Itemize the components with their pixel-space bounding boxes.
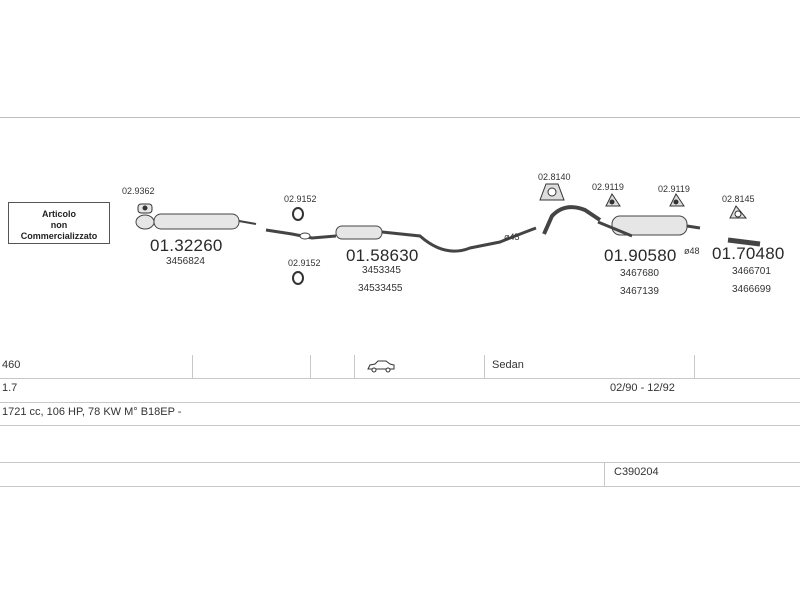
part-ref: 3453345	[362, 265, 401, 276]
table-cell	[193, 355, 311, 378]
fitting-label: 02.9362	[122, 186, 155, 196]
table-cell	[311, 355, 355, 378]
vehicle-model: 460	[2, 359, 21, 371]
hanger-icon	[729, 205, 748, 219]
middle-pipe-2	[265, 225, 537, 253]
exhaust-diagram: Articolo non Commercializzato 02.9362 02…	[0, 118, 800, 354]
diameter-label: ø48	[684, 246, 700, 256]
part-number: 01.58630	[346, 246, 419, 265]
vehicle-row-engine: 1.7 02/90 - 12/92	[0, 378, 800, 403]
vehicle-row-empty	[0, 425, 800, 463]
part-number: 01.70480	[712, 244, 785, 263]
vehicle-engine: 1.7	[2, 382, 18, 394]
flange-clamp-icon	[137, 203, 153, 214]
top-border	[0, 117, 800, 118]
part-ref: 3467139	[620, 286, 659, 297]
vehicle-code: C390204	[614, 466, 659, 478]
vehicle-row-code: C390204	[0, 462, 800, 487]
connecting-pipe	[542, 205, 602, 235]
part-number: 01.32260	[150, 236, 223, 255]
vehicle-period: 02/90 - 12/92	[610, 382, 675, 394]
fitting-label: 02.8145	[722, 194, 755, 204]
part-ref: 3466699	[732, 284, 771, 295]
fitting-label: 02.9152	[284, 194, 317, 204]
diameter-label: ø45	[504, 232, 520, 242]
exhaust-mount-icon	[539, 183, 685, 207]
tail-pipe-4	[727, 237, 761, 247]
notice-line-1: Articolo	[41, 209, 76, 219]
vehicle-row-model: 460 Sedan	[0, 355, 800, 379]
gasket-ring-icon	[292, 207, 304, 285]
table-cell	[0, 355, 193, 378]
vehicle-row-spec: 1721 cc, 106 HP, 78 KW M° B18EP -	[0, 402, 800, 426]
part-number: 01.90580	[604, 246, 677, 265]
rear-muffler-3	[597, 215, 701, 238]
table-cell	[485, 355, 695, 378]
not-marketed-notice: Articolo non Commercializzato	[8, 202, 110, 244]
table-cell	[0, 462, 605, 486]
vehicle-body-type: Sedan	[492, 359, 524, 371]
table-cell	[355, 355, 485, 378]
sedan-car-icon	[367, 360, 395, 373]
fitting-label: 02.9152	[288, 258, 321, 268]
part-ref: 3466701	[732, 266, 771, 277]
vehicle-spec: 1721 cc, 106 HP, 78 KW M° B18EP -	[2, 406, 182, 418]
fitting-label: 02.9119	[658, 184, 690, 194]
exhaust-drawing	[135, 183, 761, 285]
notice-line-3: Commercializzato	[20, 231, 98, 241]
fitting-label: 02.9119	[592, 182, 624, 192]
part-ref: 3467680	[620, 268, 659, 279]
notice-line-2: non	[50, 220, 68, 230]
part-ref: 3456824	[166, 256, 205, 267]
front-pipe-1	[135, 213, 257, 230]
fitting-label: 02.8140	[538, 172, 571, 182]
part-ref: 34533455	[358, 283, 403, 294]
